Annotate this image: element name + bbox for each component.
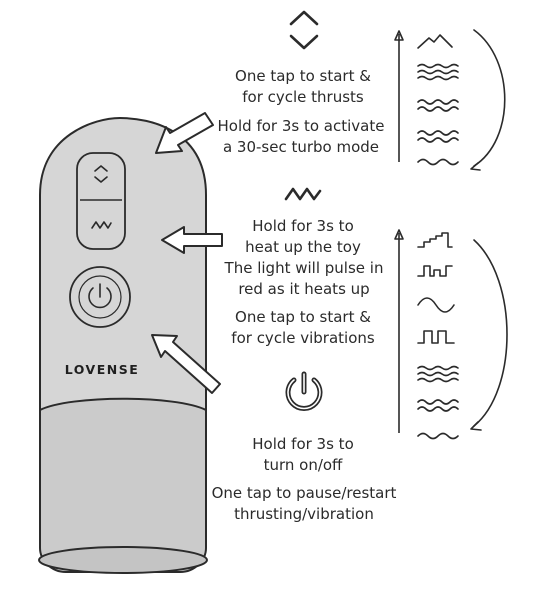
thrust-pattern-cycle <box>394 29 506 171</box>
vibration-pattern-2 <box>417 265 453 277</box>
device-illustration: LOVENSE <box>38 116 208 574</box>
power-icon <box>88 283 112 309</box>
thrust-line-2: for cycle thrusts <box>242 88 364 106</box>
thrust-pattern-1 <box>417 34 453 49</box>
thrust-line-1: One tap to start & <box>235 67 371 85</box>
heat-section: Hold for 3s to heat up the toy The light… <box>224 187 384 347</box>
heat-line-2: heat up the toy <box>245 238 361 256</box>
vibration-pattern-4 <box>417 330 455 344</box>
power-line-3: One tap to pause/restart <box>212 484 397 502</box>
thrust-line-4: a 30-sec turbo mode <box>223 138 379 156</box>
vibration-pattern-6 <box>417 399 459 412</box>
thrust-pattern-5 <box>417 158 459 166</box>
power-icon <box>285 371 323 411</box>
heat-button[interactable] <box>80 202 122 246</box>
heat-line-3: The light will pulse in <box>224 259 384 277</box>
arrow-thrust <box>155 112 214 154</box>
thrust-pattern-3 <box>417 99 459 112</box>
cycle-bracket-vibration <box>473 239 508 427</box>
power-section: Hold for 3s to turn on/off One tap to pa… <box>212 371 397 523</box>
thrust-pattern-2 <box>417 63 459 81</box>
heat-line-1: Hold for 3s to <box>252 217 354 235</box>
power-line-4: thrusting/vibration <box>234 505 374 523</box>
vibration-pattern-cycle <box>394 229 508 440</box>
up-down-chevron-icon <box>94 165 108 183</box>
arrow-power <box>151 334 221 394</box>
up-down-chevron-icon <box>289 10 319 50</box>
brand-logo: LOVENSE <box>65 362 140 377</box>
heat-line-6: for cycle vibrations <box>231 329 375 347</box>
vibration-pattern-3 <box>417 297 455 313</box>
power-line-1: Hold for 3s to <box>252 435 354 453</box>
vibration-pattern-7 <box>417 432 459 440</box>
thrust-button[interactable] <box>80 156 122 198</box>
thrust-section: One tap to start & for cycle thrusts Hol… <box>218 10 385 156</box>
thrust-line-3: Hold for 3s to activate <box>218 117 385 135</box>
power-button[interactable] <box>69 266 131 328</box>
heat-line-4: red as it heats up <box>238 280 369 298</box>
vibration-pattern-5 <box>417 365 459 383</box>
wave-icon <box>284 187 322 201</box>
arrow-heat <box>161 226 223 254</box>
power-line-2: turn on/off <box>264 456 343 474</box>
button-panel <box>76 152 126 250</box>
cycle-bracket-thrust <box>473 29 506 167</box>
wave-icon <box>91 221 112 229</box>
vibration-pattern-1 <box>417 232 453 248</box>
heat-line-5: One tap to start & <box>235 308 371 326</box>
thrust-pattern-4 <box>417 130 459 143</box>
device-opening <box>38 546 208 574</box>
